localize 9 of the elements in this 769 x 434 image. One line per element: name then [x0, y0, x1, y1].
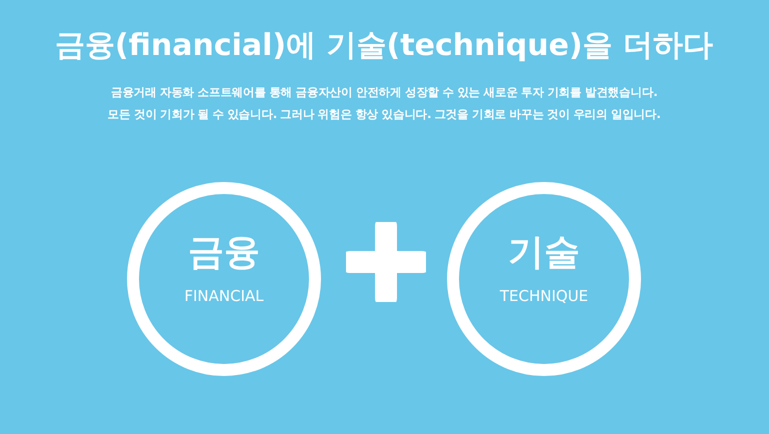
circle-node: [447, 182, 641, 376]
circle-subtitle: FINANCIAL: [184, 287, 264, 305]
circle-heading: 금융: [188, 230, 260, 274]
intro-text: 금융거래 자동화 소프트웨어를 통해 금융자산이 안전하게 성장할 수 있는 새로운 투자 기회를 발견했습니다.: [110, 84, 658, 100]
title: 금융(financial)에 기술(technique)을 더하다: [54, 26, 714, 64]
circle-heading: 기술: [508, 230, 580, 274]
intro-text: 모든 것이 기회가 될 수 있습니다. 그러나 위험은 항상 있습니다. 그것을 기회로 바꾸는 것이 우리의 일입니다.: [108, 106, 660, 122]
circle-subtitle: TECHNIQUE: [500, 287, 588, 305]
circle-node: [127, 182, 321, 376]
